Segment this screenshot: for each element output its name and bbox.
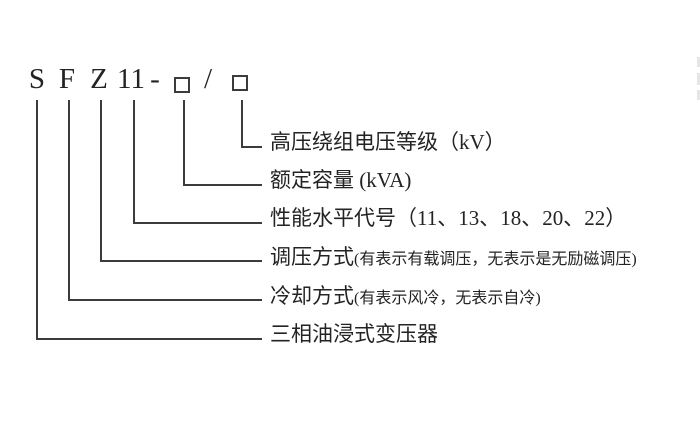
code-performance-number: 11 <box>117 63 145 95</box>
code-letter-series: S <box>28 63 46 95</box>
label-three-phase-oil-immersed-transformer: 三相油浸式变压器 <box>270 322 438 346</box>
edge-artifact <box>697 73 700 85</box>
label-voltage-regulation-mode: 调压方式(有表示有载调压，无表示是无励磁调压) <box>270 245 637 269</box>
label-hv-winding-voltage: 高压绕组电压等级（kV） <box>270 130 506 154</box>
connector-rated-capacity <box>183 100 262 186</box>
label-main: 调压方式 <box>270 245 354 269</box>
connector-cooling <box>68 100 262 301</box>
label-note: (有表示风冷，无表示自冷) <box>354 290 541 307</box>
connector-hv-voltage <box>241 100 262 148</box>
label-main: 冷却方式 <box>270 284 354 308</box>
label-cooling-mode: 冷却方式(有表示风冷，无表示自冷) <box>270 284 541 308</box>
edge-artifact <box>697 57 700 67</box>
label-main: 三相油浸式变压器 <box>270 322 438 346</box>
connector-phase-type <box>36 100 262 340</box>
code-letter-cooling: F <box>58 63 76 95</box>
label-main: 高压绕组电压等级（kV） <box>270 130 506 154</box>
connector-performance <box>133 100 262 224</box>
label-main: 性能水平代号（11、13、18、20、22） <box>270 206 627 230</box>
label-performance-level-code: 性能水平代号（11、13、18、20、22） <box>270 206 626 230</box>
label-main: 额定容量 (kVA) <box>270 168 412 192</box>
label-note: (有表示有载调压，无表示是无励磁调压) <box>354 251 637 268</box>
placeholder-box-icon <box>232 75 248 91</box>
edge-artifact <box>697 90 700 100</box>
code-slash: / <box>203 63 213 95</box>
label-rated-capacity: 额定容量 (kVA) <box>270 168 411 192</box>
placeholder-box-icon <box>174 77 190 93</box>
connector-regulation <box>100 100 262 262</box>
code-letter-regulation: Z <box>90 63 108 95</box>
code-dash: - <box>150 63 160 95</box>
